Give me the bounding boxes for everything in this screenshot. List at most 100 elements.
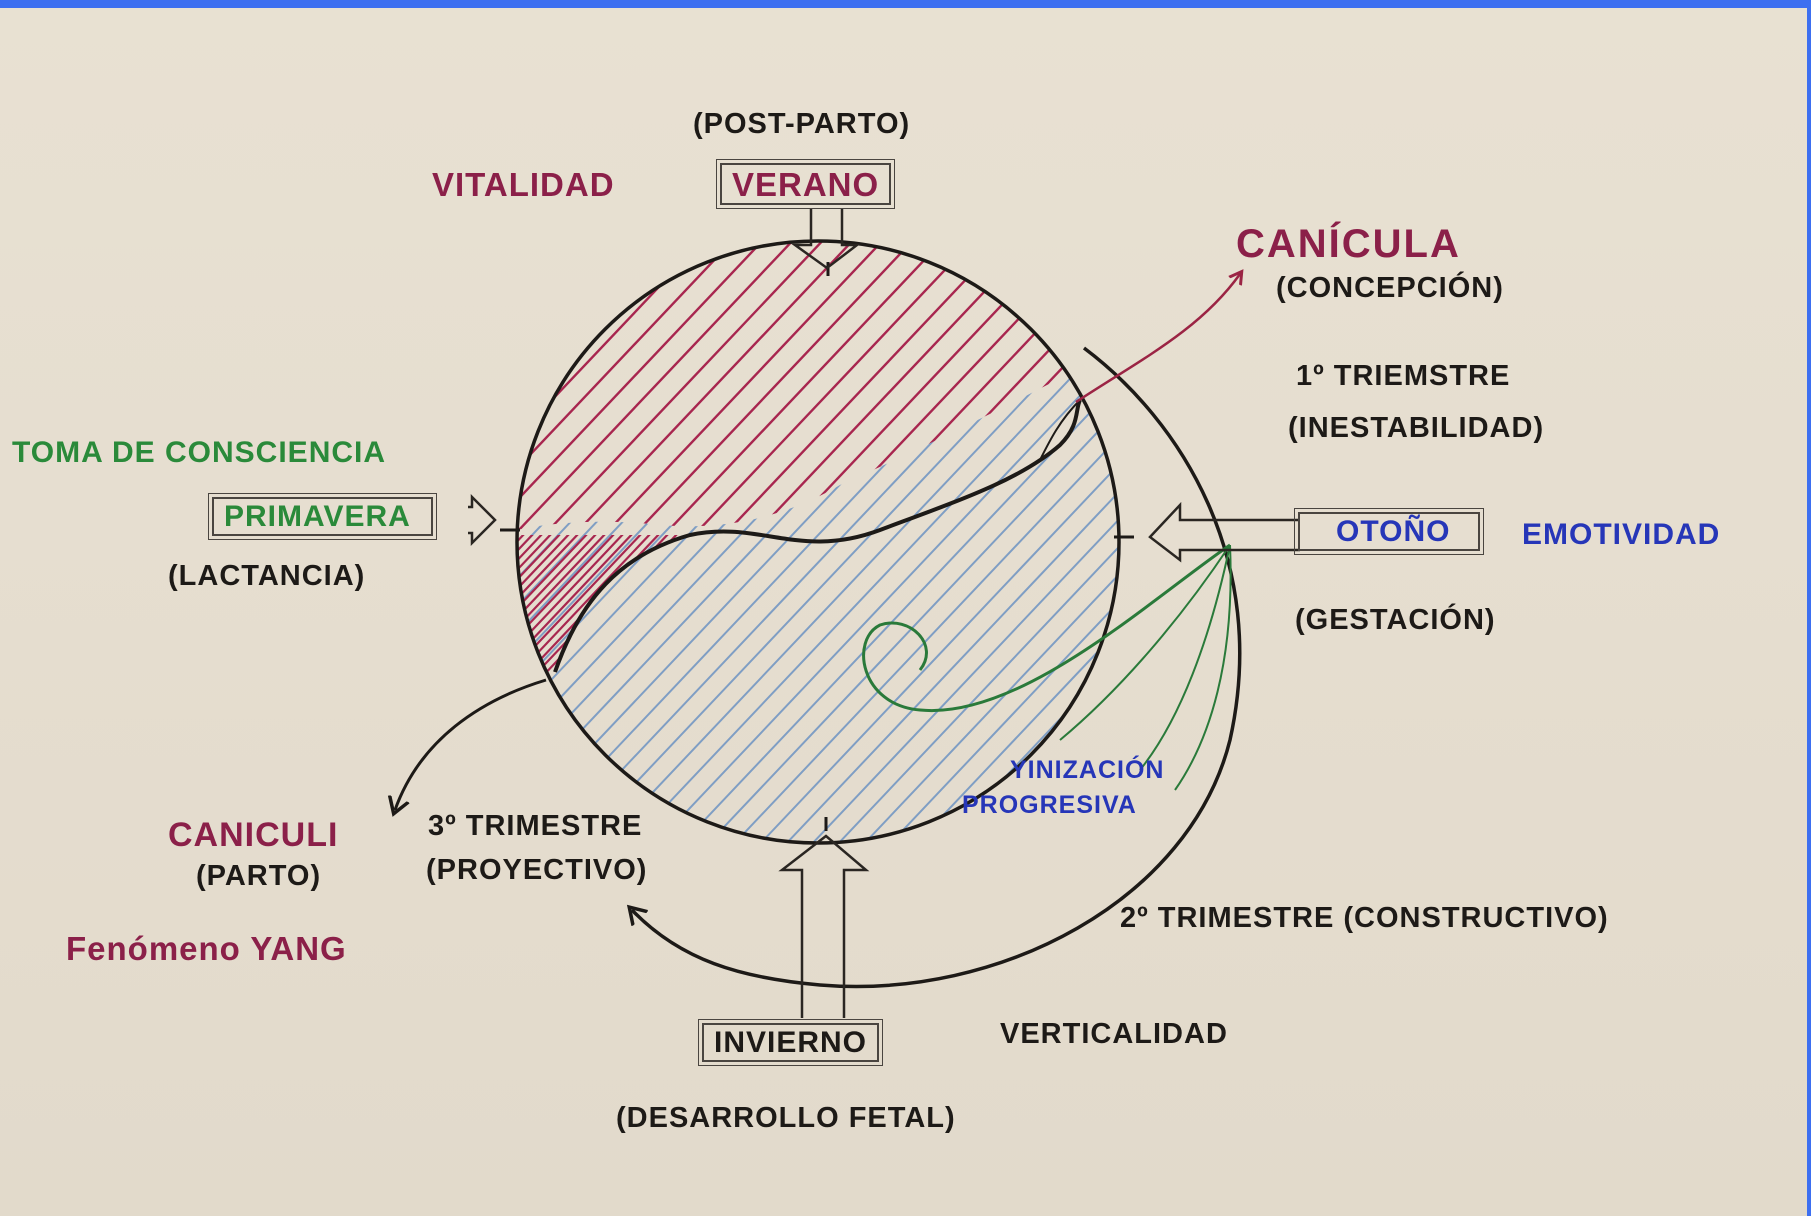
yin-hatch-line [38,180,738,920]
tercer-trimestre-label: 3º TRIMESTRE [428,812,642,841]
yang-dense-hatch-line [555,180,1255,920]
proyectivo-label: (PROYECTIVO) [426,856,647,885]
primavera-arrow [468,497,495,543]
lactancia-label: (LACTANCIA) [168,562,365,591]
yin-hatch-line [0,180,634,920]
yang-dense-hatch-line [564,180,1264,920]
yang-hatch-line [0,180,460,920]
yang-dense-hatch-line [1725,180,1811,920]
yang-dense-hatch-line [1716,180,1811,920]
yang-dense-hatch-line [0,180,499,920]
yang-dense-hatch-line [0,180,526,920]
yin-hatch-line [1754,180,1811,920]
yang-dense-hatch-line [213,180,913,920]
yang-dense-hatch-line [582,180,1282,920]
yang-dense-hatch-line [294,180,994,920]
yang-dense-hatch-line [1770,180,1811,920]
yin-hatch-line [558,180,1258,920]
yang-dense-hatch-line [1761,180,1811,920]
yang-dense-hatch-line [0,180,580,920]
yang-dense-hatch-line [0,180,562,920]
yang-dense-hatch-line [0,180,418,920]
yin-hatch-line [220,180,920,920]
yang-hatch-line [0,180,550,920]
yang-dense-hatch-line [0,180,409,920]
yin-hatch-line [0,180,478,920]
yang-hatch-line [1740,180,1811,920]
caniculi-label: CANICULI [168,818,338,852]
yang-dense-hatch-line [0,180,634,920]
yin-hatch-line [0,180,556,920]
post-parto-label: (POST-PARTO) [693,110,910,139]
yin-hatch-line [0,180,400,920]
yang-dense-hatch-line [1779,180,1811,920]
yin-hatch-line [0,180,686,920]
invierno-arrow [782,836,866,1018]
invierno-label: INVIERNO [702,1023,879,1062]
yang-hatch-line [0,180,520,920]
verticalidad-label: VERTICALIDAD [1000,1020,1228,1049]
yang-dense-hatch-line [1743,180,1811,920]
yang-dense-hatch-line [0,180,589,920]
yang-dense-hatch-line [0,180,463,920]
yang-dense-hatch-line [0,180,427,920]
verano-label: VERANO [720,163,891,205]
yang-dense-hatch-line [0,180,445,920]
yang-dense-hatch-line [123,180,823,920]
yang-dense-hatch-line [258,180,958,920]
yin-hatch-line [0,180,504,920]
emotividad-label: EMOTIVIDAD [1522,520,1720,550]
yin-hatch-line [246,180,946,920]
yang-dense-hatch-line [0,180,490,920]
yang-hatch-line [90,180,790,920]
desarrollo-fetal-label: (DESARROLLO FETAL) [616,1104,956,1133]
yang-dense-hatch-line [348,180,1048,920]
yang-dense-hatch-line [15,180,715,920]
yang-dense-hatch-line [0,180,517,920]
yin-hatch-line [0,180,582,920]
yang-dense-hatch-line [1707,180,1811,920]
yang-dense-hatch-line [267,180,967,920]
yang-dense-hatch-line [1788,180,1811,920]
yin-hatch-line [0,180,452,920]
yang-hatch-line [270,180,970,920]
yang-dense-hatch-line [0,180,400,920]
yang-dense-hatch-line [231,180,931,920]
yang-dense-hatch-line [1734,180,1811,920]
vitalidad-label: VITALIDAD [432,168,615,201]
yin-hatch-line [350,180,1050,920]
yang-dense-hatch-line [114,180,814,920]
gestacion-label: (GESTACIÓN) [1295,606,1496,635]
yang-dense-hatch-line [0,180,454,920]
concepcion-label: (CONCEPCIÓN) [1276,274,1504,303]
toma-de-consciencia-label: TOMA DE CONSCIENCIA [12,438,386,468]
yang-dense-hatch-line [69,180,769,920]
canicula-arrow [1076,274,1240,402]
segundo-trimestre-label: 2º TRIMESTRE (CONSTRUCTIVO) [1120,904,1609,933]
yin-hatch-line [0,180,530,920]
yang-dense-hatch-line [0,180,697,920]
yang-hatch-line [0,180,580,920]
yang-dense-hatch-line [195,180,895,920]
yang-hatch-line [0,180,400,920]
yin-hatch-line [142,180,842,920]
yang-dense-hatch-line [159,180,859,920]
yang-dense-hatch-line [0,180,625,920]
yin-hatch-line [0,180,660,920]
yang-dense-hatch-line [1752,180,1811,920]
yang-dense-hatch-line [0,180,544,920]
yang-dense-hatch-line [0,180,571,920]
yin-hatch-line [116,180,816,920]
yang-hatch-line [0,180,490,920]
yang-dense-hatch-line [0,180,598,920]
yang-dense-hatch-line [0,180,688,920]
yang-dense-hatch-line [0,180,481,920]
yin-hatch-line [64,180,764,920]
primer-trimestre-label: 1º TRIEMSTRE [1296,362,1510,391]
yang-dense-hatch-line [51,180,751,920]
yang-dense-hatch-line [0,180,436,920]
progresiva-label: PROGRESIVA [962,793,1137,818]
yang-dense-hatch-line [0,180,472,920]
